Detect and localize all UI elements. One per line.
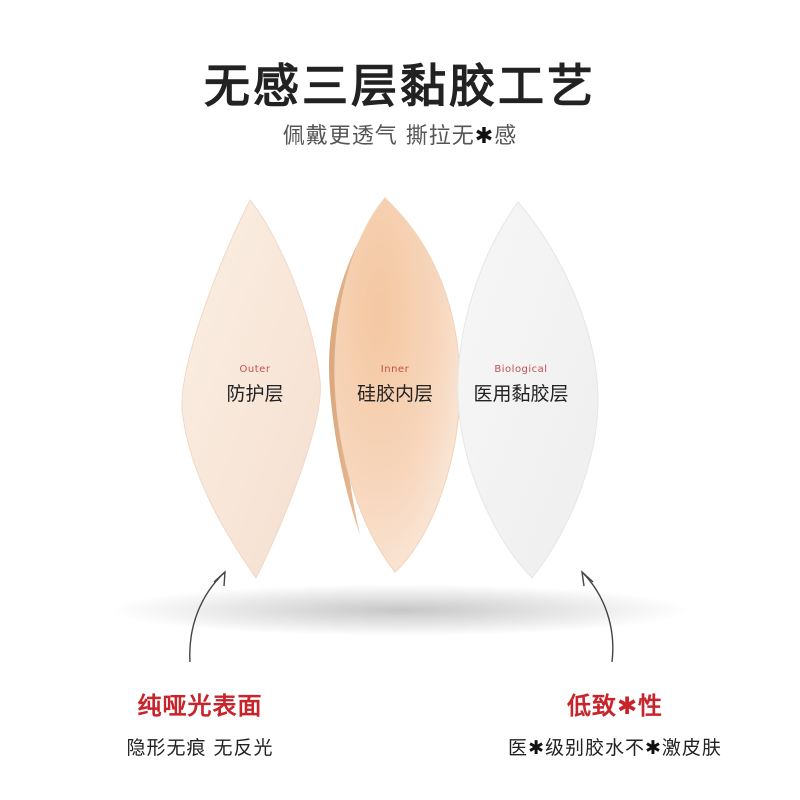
feature-low-sensitivity: 低致✱性 医✱级别胶水不✱激皮肤 [470,686,760,760]
inner-layer-shape [334,197,461,573]
layers-shadow [110,584,690,636]
outer-layer-label: Outer 防护层 [180,364,330,406]
inner-layer-en: Inner [380,364,410,375]
bio-layer-shape [457,201,599,579]
star-icon: ✱ [474,124,495,149]
page-title: 无感三层黏胶工艺 [204,59,596,113]
right-arrow-curve [581,571,614,663]
feature-low-title: 低致✱性 [470,686,760,721]
feature-low-desc-a: 医 [508,737,529,759]
inner-layer-label: Inner 硅胶内层 [320,364,470,406]
outer-layer-en: Outer [239,364,271,375]
feature-matte-desc: 隐形无痕 无反光 [126,737,274,759]
page-subtitle: 佩戴更透气 撕拉无✱感 [0,118,800,150]
bio-layer-en: Biological [494,364,548,375]
star-icon: ✱ [645,737,662,759]
feature-low-title-a: 低致 [566,692,617,720]
right-arrow-head-icon [581,570,594,587]
subtitle-text-b: 感 [494,124,518,149]
feature-matte-title: 纯哑光表面 [137,692,263,720]
feature-low-desc-c: 激皮肤 [661,737,722,759]
inner-layer-cn: 硅胶内层 [356,383,433,405]
star-icon: ✱ [616,692,639,720]
feature-low-desc: 医✱级别胶水不✱激皮肤 [470,733,760,760]
outer-layer-shape [181,199,321,579]
feature-low-desc-b: 级别胶水不 [544,737,645,759]
feature-low-title-b: 性 [638,692,664,720]
feature-matte: 纯哑光表面 隐形无痕 无反光 [100,686,300,760]
outer-layer-cn: 防护层 [226,383,284,405]
bio-layer-cn: 医用黏胶层 [473,383,569,405]
subtitle-text-a: 佩戴更透气 撕拉无 [282,124,475,149]
inner-layer-edge [329,225,368,535]
bio-layer-label: Biological 医用黏胶层 [446,364,596,406]
star-icon: ✱ [528,737,545,759]
left-arrow-head-icon [213,570,226,587]
